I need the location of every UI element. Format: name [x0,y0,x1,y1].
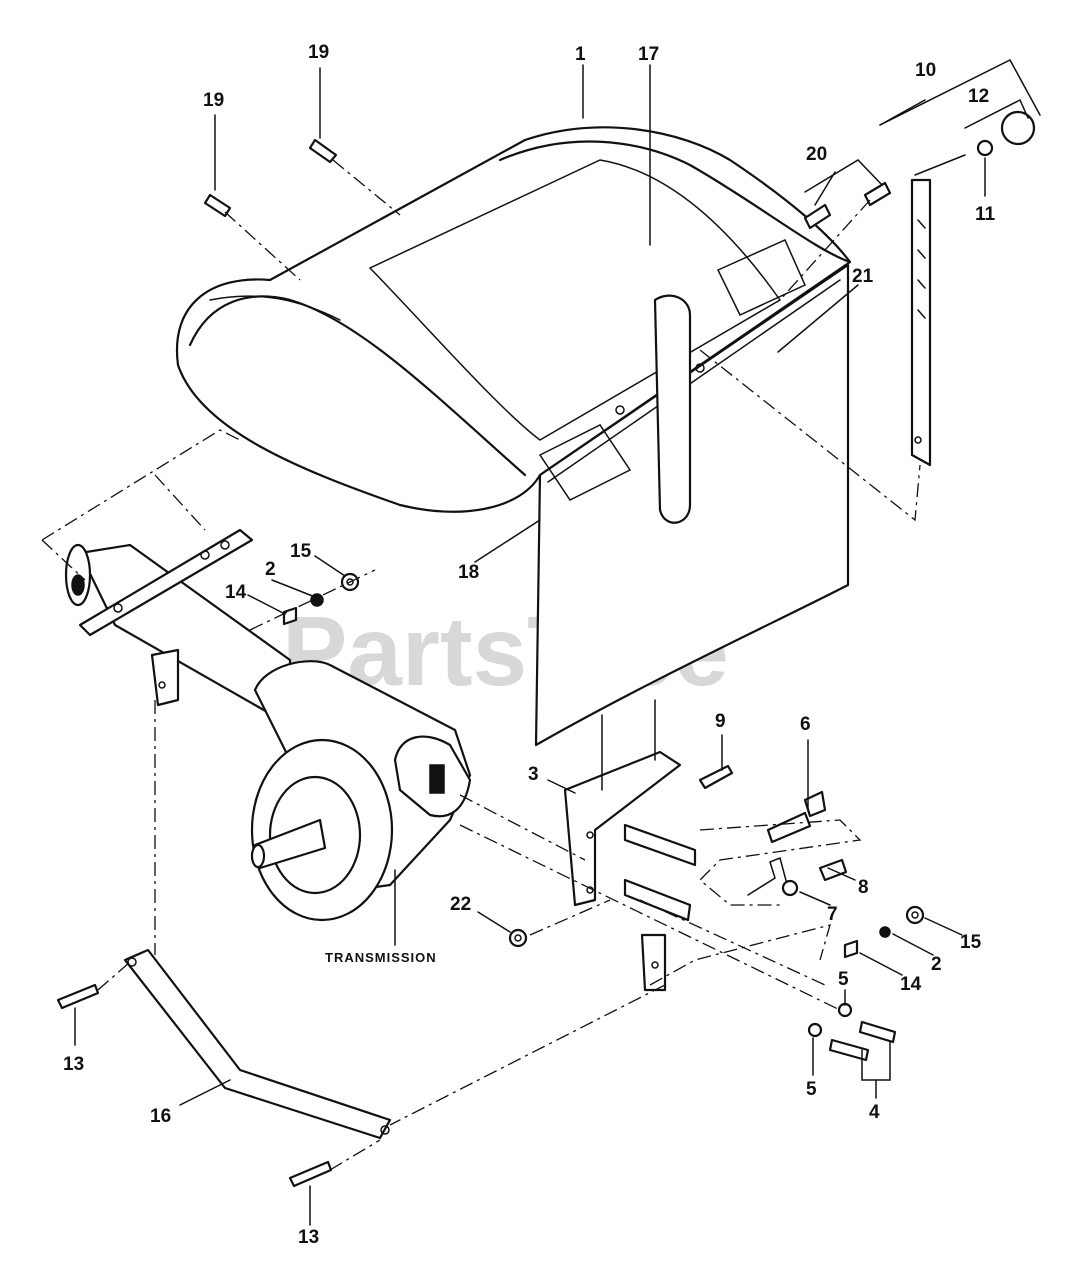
callout-12: 12 [968,86,989,107]
callout-11: 11 [975,204,996,225]
callout-5-bottom: 5 [806,1079,817,1100]
callout-18: 18 [458,562,479,583]
callout-20: 20 [806,144,827,165]
support-bar [123,948,392,1140]
assembly-lines [41,349,921,1171]
transmission [250,660,472,946]
callout-5-top: 5 [838,969,849,990]
bracket-12 [964,98,1029,129]
callout-8: 8 [858,877,869,898]
callout-1: 1 [575,44,586,65]
bolt-20-a [803,203,832,230]
callout-9: 9 [715,711,726,732]
mount-bracket [563,699,697,992]
deflector-flap [534,239,850,747]
depth-bar [910,110,1036,467]
leader-lines [74,64,986,1226]
callout-10: 10 [915,60,936,81]
bolt-19-right [308,138,401,216]
callout-13-left: 13 [63,1054,84,1075]
bracket-20 [804,159,886,193]
callout-22: 22 [450,894,471,915]
callout-13-bottom: 13 [298,1227,319,1248]
callout-numbers: 1 17 19 19 10 12 11 20 21 18 15 2 14 3 9… [63,42,996,1248]
callout-17: 17 [638,44,659,65]
callout-15-top: 15 [290,541,312,562]
bolt-19-left [203,193,301,281]
callout-4: 4 [869,1102,880,1123]
axle-tube [64,528,292,727]
bolt-20-b [779,181,892,301]
callout-16: 16 [150,1106,171,1127]
callout-6: 6 [800,714,811,735]
callout-19-right: 19 [308,42,329,63]
callout-14-top: 14 [225,582,247,603]
transmission-label: TRANSMISSION [325,950,437,965]
callout-2-top: 2 [265,559,276,580]
callout-7: 7 [827,904,838,925]
callout-15-bottom: 15 [960,932,982,953]
bracket-10 [879,59,1041,126]
callout-3: 3 [528,764,539,785]
callout-19-left: 19 [203,90,224,111]
callout-2-bottom: 2 [931,954,942,975]
callout-21: 21 [852,266,874,287]
callout-14-bottom: 14 [900,974,922,995]
